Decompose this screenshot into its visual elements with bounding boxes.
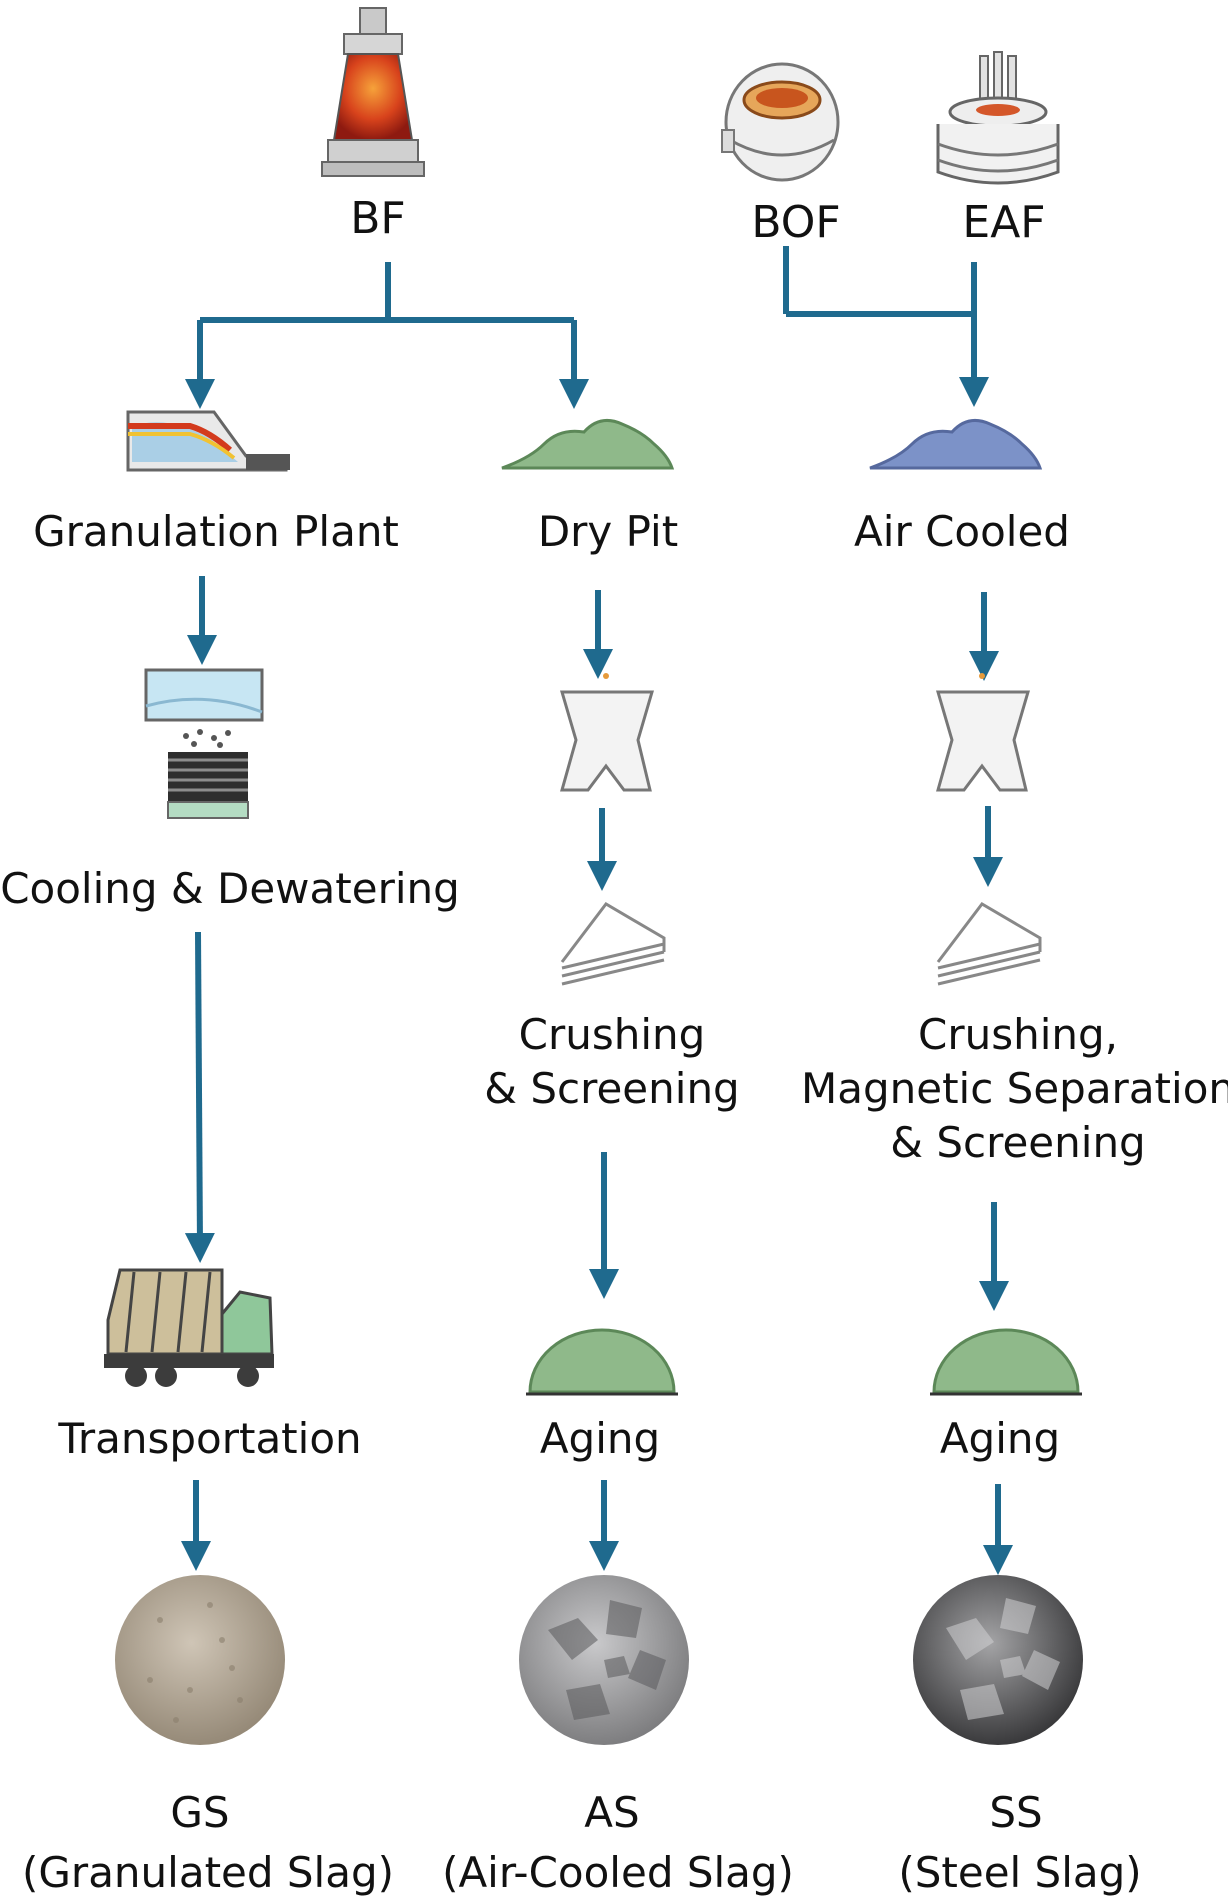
dry-pit-label: Dry Pit <box>537 507 679 556</box>
as-name-label: (Air-Cooled Slag) <box>442 1848 794 1897</box>
granulation-plant-icon <box>126 410 290 472</box>
bf-label: BF <box>350 193 406 244</box>
as-code-label: AS <box>584 1788 640 1837</box>
crusher-icon-middle <box>560 673 654 792</box>
screening-right-label: & Screening <box>890 1118 1146 1167</box>
aging-middle-label: Aging <box>539 1414 661 1463</box>
flow-arrows <box>181 576 1013 1575</box>
ss-name-label: (Steel Slag) <box>898 1848 1142 1897</box>
aging-right-label: Aging <box>939 1414 1061 1463</box>
ss-code-label: SS <box>989 1788 1043 1837</box>
air-cooled-label: Air Cooled <box>854 507 1070 556</box>
bof-label: BOF <box>751 197 841 248</box>
eaf-icon <box>936 51 1060 185</box>
cooling-tank-icon <box>144 668 264 819</box>
screen-icon-right <box>936 902 1042 986</box>
eaf-label: EAF <box>962 197 1046 248</box>
screening-label: & Screening <box>484 1064 740 1113</box>
bof-icon <box>721 62 840 182</box>
aging-mound-icon-middle <box>526 1328 678 1396</box>
gs-name-label: (Granulated Slag) <box>21 1848 395 1897</box>
aging-mound-icon-right <box>930 1328 1082 1396</box>
air-cooled-slag-photo <box>519 1575 689 1745</box>
cooling-dewatering-label: Cooling & Dewatering <box>0 864 460 913</box>
truck-icon <box>104 1268 274 1387</box>
blast-furnace-icon <box>321 7 425 177</box>
steel-slag-photo <box>913 1575 1083 1745</box>
crusher-icon-right <box>936 673 1030 792</box>
air-cooled-mound-icon <box>869 418 1043 470</box>
gs-code-label: GS <box>170 1788 230 1837</box>
granulation-plant-label: Granulation Plant <box>33 507 399 556</box>
crushing-right-label: Crushing, <box>917 1010 1119 1059</box>
screen-icon-middle <box>560 902 666 986</box>
transportation-label: Transportation <box>58 1414 362 1463</box>
magnetic-separation-label: Magnetic Separation <box>800 1064 1228 1113</box>
bof-eaf-merge-connector <box>783 246 989 407</box>
crushing-label: Crushing <box>518 1010 706 1059</box>
bf-split-connector <box>185 262 589 409</box>
dry-pit-mound-icon <box>501 418 675 470</box>
granulated-slag-photo <box>115 1575 285 1745</box>
